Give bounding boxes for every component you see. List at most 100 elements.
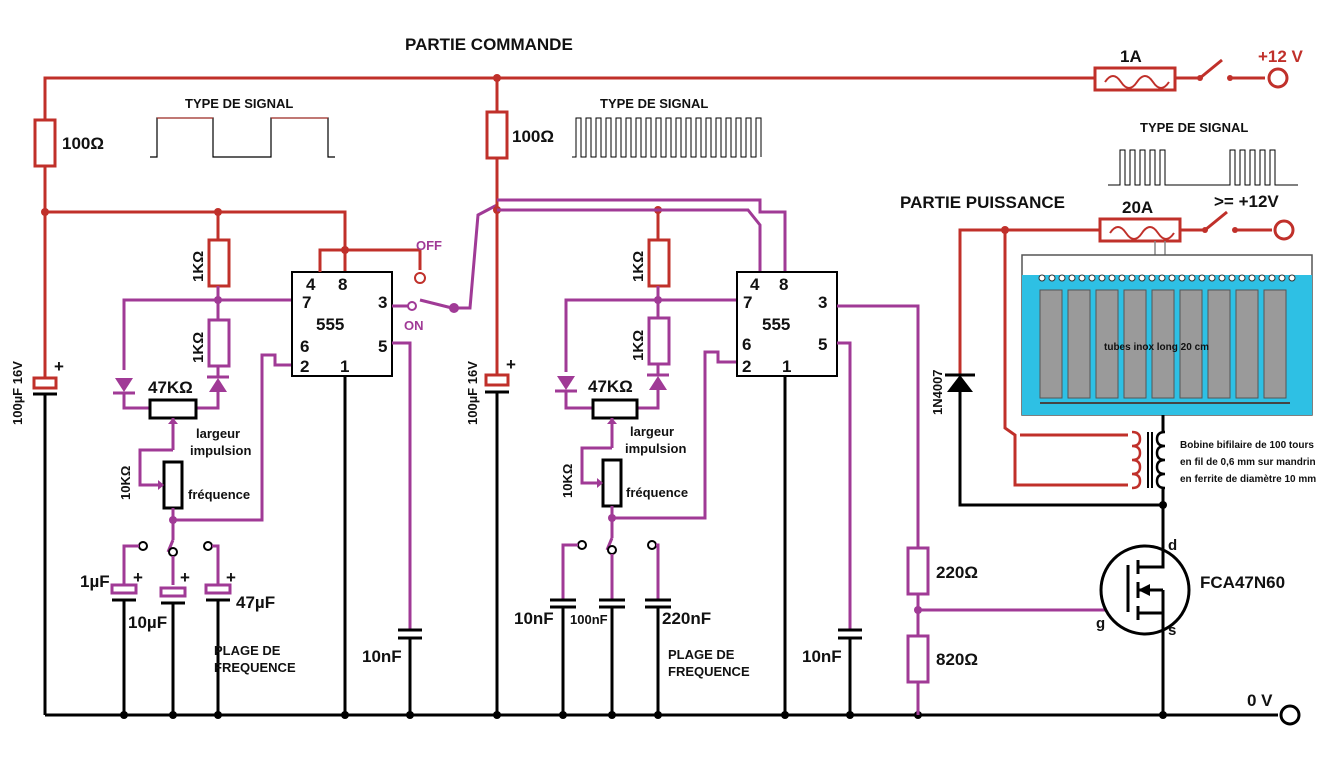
right-r1-label: 1KΩ (630, 251, 647, 282)
right-pot-label-2: impulsion (625, 441, 686, 456)
svg-text:4: 4 (306, 275, 316, 294)
v12-label: +12 V (1258, 47, 1304, 66)
left-ic-555 (291, 271, 393, 377)
svg-text:5: 5 (818, 335, 827, 354)
left-waveform (150, 117, 335, 158)
left-pot-label-1: largeur (196, 426, 240, 441)
left-pot-label-2: impulsion (190, 443, 251, 458)
svg-text:3: 3 (818, 293, 827, 312)
svg-text:5: 5 (378, 337, 387, 356)
left-r1-label: 1KΩ (190, 251, 207, 282)
svg-text:7: 7 (302, 293, 311, 312)
terminal-12v-power (1273, 219, 1295, 241)
coil-primary (1131, 430, 1142, 490)
v12b-label: >= +12V (1214, 192, 1279, 211)
left-cap-supply-label: 100µF 16V (10, 361, 25, 425)
gate-r820-label: 820Ω (936, 650, 978, 669)
left-r100 (33, 118, 57, 168)
svg-text:3: 3 (378, 293, 387, 312)
title-partie-puissance: PARTIE PUISSANCE (900, 193, 1065, 212)
left-r2 (207, 318, 231, 368)
diode-1n4007 (947, 375, 973, 392)
left-c2-label: 10µF (128, 613, 167, 632)
right-r2-label: 1KΩ (630, 330, 647, 361)
svg-text:8: 8 (338, 275, 347, 294)
right-pot-label-1: largeur (630, 424, 674, 439)
right-pot-47k (591, 398, 639, 420)
svg-text:2: 2 (742, 357, 751, 376)
coil-secondary (1155, 430, 1166, 490)
right-pot-47k-label: 47KΩ (588, 377, 633, 396)
power-signal-label: TYPE DE SIGNAL (1140, 120, 1248, 135)
left-pot-freq-label: fréquence (188, 487, 250, 502)
right-c2-label: 100nF (570, 612, 608, 627)
left-pot-47k (148, 398, 198, 420)
svg-text:555: 555 (316, 315, 344, 334)
mosfet-d: d (1168, 537, 1177, 554)
svg-text:+: + (226, 568, 236, 587)
left-cap-supply (32, 376, 58, 390)
terminal-0v (1279, 704, 1301, 726)
left-c3-label: 47µF (236, 593, 275, 612)
steel-tubes (1039, 289, 1287, 399)
switch-main (1199, 58, 1223, 80)
right-pot-freq-label: fréquence (626, 485, 688, 500)
svg-text:6: 6 (742, 335, 751, 354)
left-pot-10k (162, 460, 184, 510)
right-c-ctrl-label: 10nF (802, 647, 842, 666)
right-diode-1 (557, 376, 575, 390)
right-pot-10k-label: 10KΩ (560, 464, 575, 498)
right-r100-label: 100Ω (512, 127, 554, 146)
right-pot-10k (601, 458, 623, 508)
right-oscillator-stage: 100Ω + 100µF 16V 1KΩ 1KΩ 47KΩ largeur im… (465, 78, 1128, 715)
coil-label-2: en fil de 0,6 mm sur mandrin (1180, 457, 1316, 468)
title-partie-commande: PARTIE COMMANDE (405, 35, 573, 54)
fuse-1a-label: 1A (1120, 47, 1142, 66)
gate-r220-label: 220Ω (936, 563, 978, 582)
on-off-switch (419, 298, 453, 310)
svg-text:+: + (54, 357, 64, 376)
diode-label: 1N4007 (930, 369, 945, 415)
svg-text:1: 1 (782, 357, 791, 376)
left-r2-label: 1KΩ (190, 332, 207, 363)
switch-power (1204, 210, 1228, 232)
power-waveform (1108, 149, 1298, 186)
svg-text:8: 8 (779, 275, 788, 294)
mosfet-g: g (1096, 615, 1105, 632)
right-waveform (572, 117, 762, 158)
mosfet-label: FCA47N60 (1200, 573, 1285, 592)
svg-text:+: + (133, 568, 143, 587)
right-cap-supply-label: 100µF 16V (465, 361, 480, 425)
fuse-20a-label: 20A (1122, 198, 1153, 217)
right-r2 (647, 316, 671, 366)
gate-r820 (906, 634, 930, 684)
right-plage-2: FREQUENCE (668, 664, 750, 679)
mosfet-s: s (1168, 622, 1176, 639)
left-pot-10k-label: 10KΩ (118, 466, 133, 500)
right-r100 (485, 110, 509, 160)
tubes-label: tubes inox long 20 cm (1104, 342, 1209, 353)
terminal-12v (1267, 67, 1289, 89)
supply-rail: 1A +12 V (43, 47, 1304, 220)
right-plage-1: PLAGE DE (668, 647, 735, 662)
left-c1-label: 1µF (80, 572, 110, 591)
coil-label-3: en ferrite de diamètre 10 mm (1180, 474, 1316, 485)
coil-label-1: Bobine bifilaire de 100 tours (1180, 440, 1314, 451)
svg-text:7: 7 (743, 293, 752, 312)
right-cap-supply (484, 373, 510, 387)
svg-text:4: 4 (750, 275, 760, 294)
left-oscillator-stage: 100Ω + 100µF 16V 1KΩ 1KΩ 47KΩ large (10, 96, 498, 715)
switch-on-label: ON (404, 318, 424, 333)
left-diode-1 (115, 378, 133, 392)
switch-off-label: OFF (416, 238, 442, 253)
svg-text:555: 555 (762, 315, 790, 334)
right-diode-2 (649, 376, 667, 390)
power-stage: TYPE DE SIGNAL 20A >= +12V (930, 120, 1316, 715)
switch-off-contact (414, 272, 426, 284)
left-r1 (207, 238, 231, 288)
right-r1 (647, 238, 671, 288)
svg-text:+: + (506, 355, 516, 374)
right-ic-555 (736, 271, 838, 377)
right-c1-label: 10nF (514, 609, 554, 628)
